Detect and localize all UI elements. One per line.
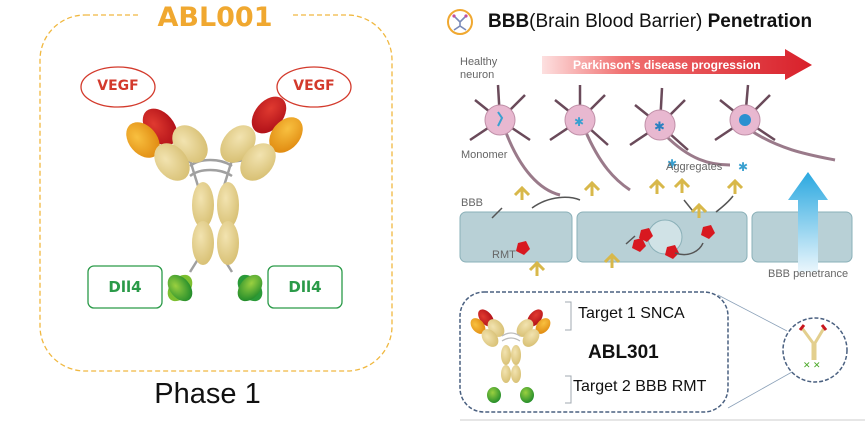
healthy-neuron-label: Healthy neuron — [460, 56, 498, 81]
left-ch3-domain — [192, 221, 214, 265]
vegf-right-ellipse — [276, 66, 352, 108]
bbb-panel: ✱ ✱ ✱ ✱ — [430, 0, 865, 424]
abl001-title: ABL001 — [140, 2, 290, 33]
target2-label: Target 2 BBB RMT — [573, 378, 707, 395]
dll4-right-label: Dll4 — [288, 278, 322, 296]
svg-text:✱: ✱ — [574, 115, 584, 129]
dll4-left-box — [87, 265, 163, 309]
abl001-panel: ABL001 VEGF VEGF Dll4 Dll4 Phase 1 — [0, 0, 420, 424]
phase-label: Phase 1 — [154, 378, 261, 410]
right-vl-orange-domain — [269, 117, 303, 153]
aggregates-label: Aggregates — [666, 161, 723, 173]
abl001-diagram — [39, 14, 393, 372]
left-vl-orange-domain — [126, 122, 160, 158]
penetrance-label: BBB penetrance — [768, 268, 849, 280]
svg-text:✱: ✱ — [738, 160, 748, 174]
antibody-badge-icon — [447, 9, 473, 35]
neuron-dendrites — [469, 84, 836, 197]
vegf-left-label: VEGF — [97, 78, 139, 94]
vegf-right-label: VEGF — [293, 78, 335, 94]
zoom-connector-lines — [717, 294, 793, 409]
penetrance-arrow — [788, 172, 828, 272]
dll4-right-box — [267, 265, 343, 309]
svg-text:✕ ✕: ✕ ✕ — [803, 360, 821, 370]
bbb-title-expansion: (Brain Blood Barrier) — [529, 11, 708, 32]
right-ch3-domain — [217, 221, 239, 265]
antibody-glyphs — [513, 177, 744, 276]
abl001-frame — [39, 14, 393, 372]
dll4-left-label: Dll4 — [108, 278, 142, 296]
bbb-title-penetration: Penetration — [707, 11, 813, 32]
bbb-diagram: ✱ ✱ ✱ ✱ — [447, 9, 865, 421]
monomer-label: Monomer — [461, 149, 508, 161]
rmt-receptors — [516, 225, 715, 259]
right-ch2-domain — [217, 182, 239, 228]
neuron-bodies — [484, 104, 761, 141]
bbb-title-abbrev: BBB — [488, 11, 530, 32]
progression-arrow — [542, 49, 812, 80]
left-cl-domain — [154, 143, 190, 181]
mini-antibody-icon: ✕ ✕ — [798, 324, 828, 370]
rmt-label: RMT — [492, 249, 516, 261]
protein-marks: ✱ ✱ ✱ ✱ — [497, 111, 751, 174]
svg-text:✱: ✱ — [654, 119, 665, 134]
transport-arrows — [491, 195, 734, 256]
bbb-membrane — [459, 211, 853, 263]
target1-label: Target 1 SNCA — [578, 305, 685, 322]
bbb-label: BBB — [461, 197, 484, 209]
left-ch2-domain — [192, 182, 214, 228]
left-dll4-binder — [167, 274, 193, 302]
vegf-left-ellipse — [80, 66, 156, 108]
abl301-inset-frame — [459, 291, 729, 413]
abl301-antibody — [470, 309, 551, 403]
right-cl-domain — [240, 143, 276, 181]
svg-text:✱: ✱ — [667, 157, 677, 171]
target-brackets — [565, 301, 572, 404]
progression-label: Parkinson’s disease progression — [573, 58, 761, 72]
right-dll4-binder — [237, 274, 263, 302]
abl301-label: ABL301 — [588, 342, 659, 363]
bbb-title: BBB(Brain Blood Barrier) Penetration — [488, 11, 812, 33]
